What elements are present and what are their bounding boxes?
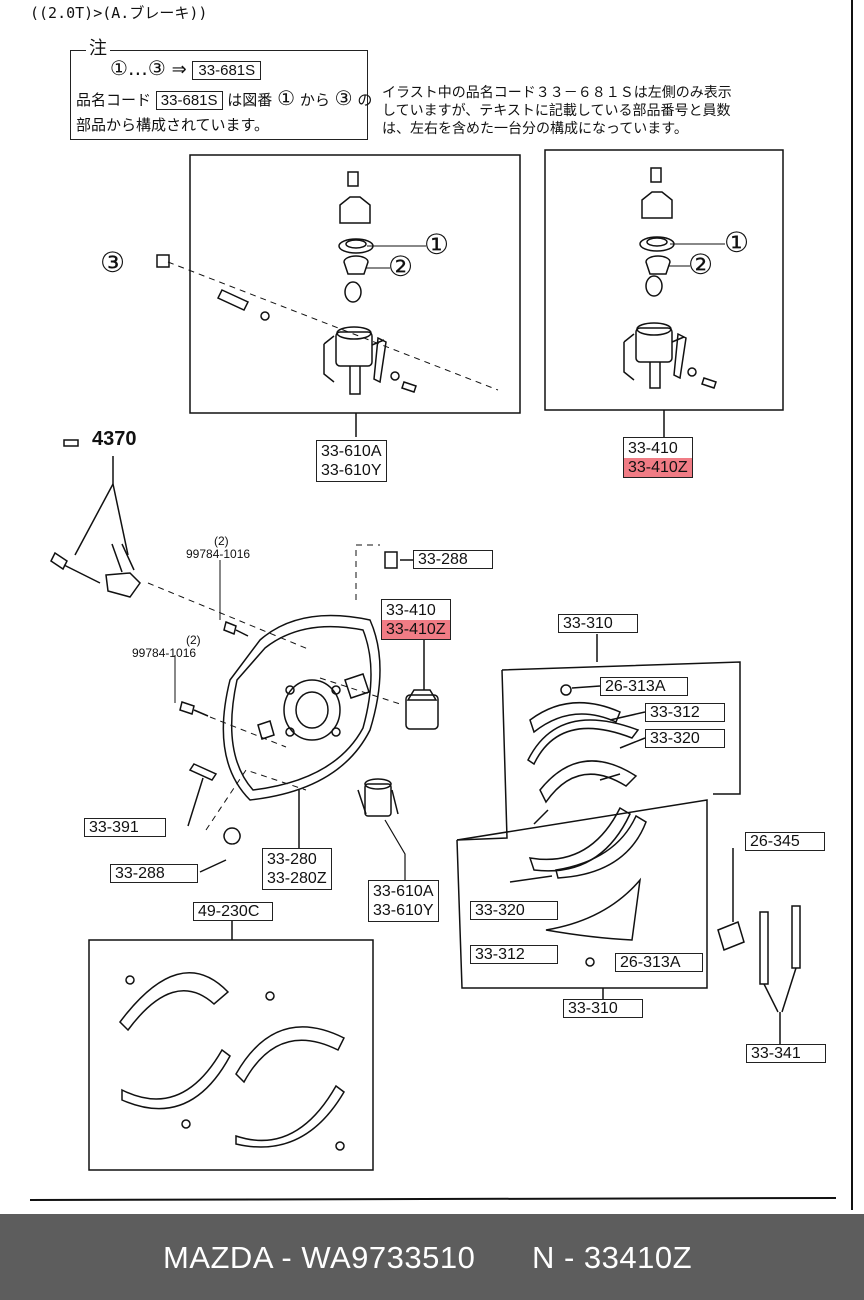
note-line2-mid: は図番 [227, 91, 273, 109]
left-cylinder-drawing [156, 171, 499, 395]
breadcrumb: ((2.0T)>(A.ブレーキ)) [30, 4, 208, 22]
note-right: イラスト中の品名コード３３－６８１Ｓは左側のみ表示 していますが、テキストに記載… [382, 84, 732, 138]
label-mid-410[interactable]: 33-410 33-410Z [381, 599, 451, 640]
note-circle-3: ③ [334, 86, 353, 110]
label-mid-33-410Z-highlight: 33-410Z [382, 620, 450, 639]
label-plug-bottom[interactable]: 33-288 [110, 864, 198, 883]
note-range: ①…③ [110, 56, 166, 80]
right-cylinder-drawing [623, 167, 725, 389]
footer-brand-part: MAZDA - WA9733510 [163, 1240, 476, 1275]
note-line2-suffix: の [357, 91, 373, 109]
footer-part-number: N - 33410Z [532, 1240, 693, 1275]
note-line-3: 部品から構成されています。 [76, 116, 270, 134]
left-cylinder-box [189, 154, 521, 414]
label-mid-33-410: 33-410 [386, 602, 436, 619]
label-mid-33-610Y: 33-610Y [373, 902, 434, 919]
label-spring-set[interactable]: 33-341 [746, 1044, 826, 1063]
note-line-2: 品名コード 33-681S は図番 ① から ③ の [76, 86, 372, 110]
callout-2-right: ② [688, 248, 714, 281]
callout-2-left: ② [388, 250, 414, 283]
right-cylinder-box [544, 149, 784, 411]
label-33-610Y: 33-610Y [321, 462, 382, 479]
label-plug-top[interactable]: 33-288 [413, 550, 493, 569]
bolt-code-2: 99784-1016 [132, 646, 197, 660]
footer-bar: MAZDA - WA9733510 N - 33410Z [0, 1214, 864, 1300]
note-code-2: 33-681S [155, 91, 223, 110]
note-line2-from: から [299, 91, 330, 109]
backing-plate-drawing [222, 614, 381, 801]
label-lining-bottom[interactable]: 33-312 [470, 945, 558, 964]
label-33-280Z: 33-280Z [267, 870, 327, 887]
bolt-code-1: 99784-1016 [186, 547, 251, 561]
label-lining-kit[interactable]: 49-230C [193, 902, 273, 921]
note-line-1: ①…③ ⇒ 33-681S [110, 56, 262, 80]
note-right-line-1: イラスト中の品名コード３３－６８１Ｓは左側のみ表示 [382, 85, 732, 101]
note-code-1: 33-681S [192, 61, 262, 80]
label-pin-391[interactable]: 33-391 [84, 818, 166, 837]
callout-1-right: ① [724, 226, 750, 259]
label-mid-33-610A: 33-610A [373, 883, 434, 900]
note-circle-1: ① [277, 86, 296, 110]
label-33-610A: 33-610A [321, 443, 382, 460]
note-line2-prefix: 品名コード [76, 91, 152, 109]
label-shoe-set-top[interactable]: 33-310 [558, 614, 638, 633]
callout-1-left: ① [424, 228, 450, 261]
label-pin-top[interactable]: 26-313A [600, 677, 688, 696]
label-33-410Z-highlight: 33-410Z [624, 458, 692, 477]
pointing-hand-icon [63, 439, 79, 447]
parts-diagram [29, 0, 853, 1210]
lining-kit-box [88, 939, 374, 1171]
label-lining-top[interactable]: 33-312 [645, 703, 725, 722]
label-shoe-top[interactable]: 33-320 [645, 729, 725, 748]
label-shoe-bottom[interactable]: 33-320 [470, 901, 558, 920]
bolt-qty-1: (2) [214, 534, 229, 548]
label-spring-clip[interactable]: 26-345 [745, 832, 825, 851]
label-33-280: 33-280 [267, 851, 317, 868]
note-box [70, 50, 368, 140]
bolt-qty-2: (2) [186, 633, 201, 647]
callout-3: ③ [100, 246, 126, 279]
note-right-line-3: は、左右を含めた一台分の構成になっています。 [382, 121, 688, 137]
label-cyl-left[interactable]: 33-610A 33-610Y [316, 440, 387, 482]
label-cyl-right[interactable]: 33-410 33-410Z [623, 437, 693, 478]
note-right-line-2: していますが、テキストに記載している部品番号と員数 [382, 103, 731, 119]
label-cyl-mid[interactable]: 33-610A 33-610Y [368, 880, 439, 922]
label-33-410: 33-410 [628, 440, 678, 457]
label-pin-bottom[interactable]: 26-313A [615, 953, 703, 972]
label-shoe-set-bottom[interactable]: 33-310 [563, 999, 643, 1018]
ref-4370[interactable]: 4370 [92, 428, 137, 450]
note-title: 注 [86, 34, 110, 60]
arrow-icon: ⇒ [171, 59, 187, 80]
label-plate[interactable]: 33-280 33-280Z [262, 848, 332, 890]
